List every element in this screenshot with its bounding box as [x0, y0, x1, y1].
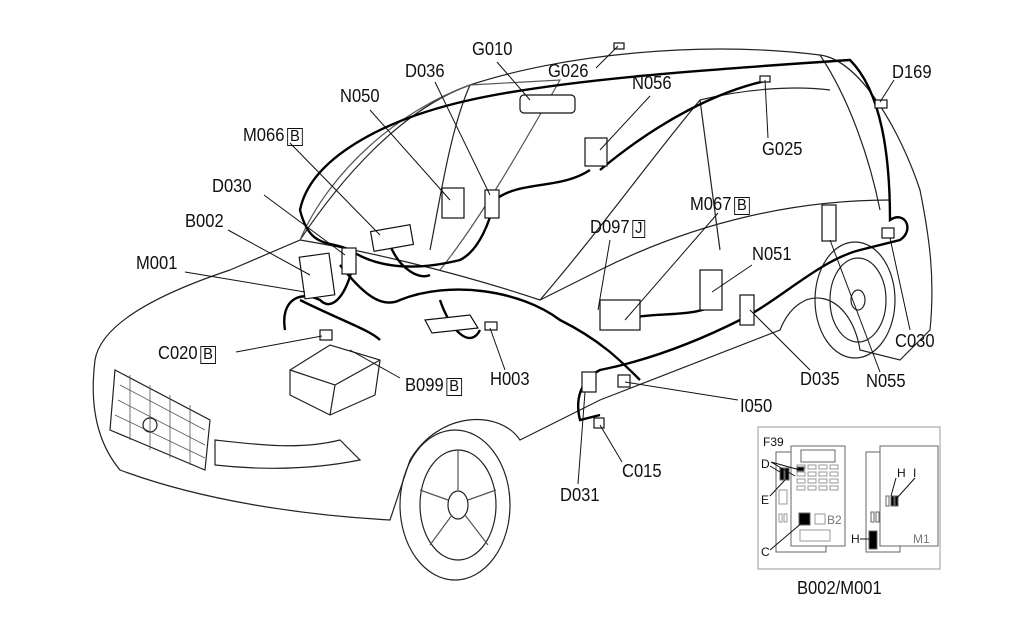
- label-code: H003: [490, 369, 530, 389]
- label-m001: M001: [136, 254, 177, 272]
- inset-label-m1: M1: [913, 532, 930, 546]
- label-code: G026: [548, 61, 589, 81]
- inset-label-h-lower: H: [851, 532, 860, 546]
- label-box: J: [632, 220, 646, 238]
- label-code: B002: [185, 211, 224, 231]
- label-code: M067: [690, 194, 732, 214]
- label-code: M001: [136, 253, 178, 273]
- label-box: B: [734, 197, 750, 215]
- label-code: M066: [243, 125, 285, 145]
- label-code: N051: [752, 244, 792, 264]
- label-b002: B002: [185, 212, 224, 230]
- inset-label-d: D: [761, 457, 770, 471]
- label-code: D097: [590, 217, 630, 237]
- label-code: D035: [800, 369, 840, 389]
- label-d036: D036: [405, 62, 445, 80]
- inset-fuse-box: [757, 426, 941, 570]
- label-code: D030: [212, 176, 252, 196]
- label-box: B: [287, 128, 303, 146]
- label-n050: N050: [340, 87, 380, 105]
- label-g026: G026: [548, 62, 589, 80]
- label-code: N056: [632, 73, 672, 93]
- label-n055: N055: [866, 372, 906, 390]
- inset-label-e: E: [761, 493, 770, 507]
- label-code: I050: [740, 396, 773, 416]
- label-code: G010: [472, 39, 513, 59]
- label-code: C020: [158, 343, 198, 363]
- label-i050: I050: [740, 397, 772, 415]
- label-code: D031: [560, 485, 600, 505]
- label-n056: N056: [632, 74, 672, 92]
- inset-label-b2: B2: [827, 513, 842, 527]
- label-code: D169: [892, 62, 932, 82]
- inset-caption: B002/M001: [797, 578, 882, 598]
- label-d031: D031: [560, 486, 600, 504]
- inset-label-c: C: [761, 545, 770, 559]
- label-code: C030: [895, 331, 935, 351]
- label-code: N050: [340, 86, 380, 106]
- label-g010: G010: [472, 40, 513, 58]
- label-code: D036: [405, 61, 445, 81]
- label-box: B: [446, 378, 462, 396]
- label-code: N055: [866, 371, 906, 391]
- inset-label-h: H: [897, 466, 906, 480]
- inset-label-i: I: [913, 466, 917, 480]
- label-d030: D030: [212, 177, 252, 195]
- label-code: B099: [405, 375, 444, 395]
- label-g025: G025: [762, 140, 803, 158]
- label-c015: C015: [622, 462, 662, 480]
- label-h003: H003: [490, 370, 530, 388]
- label-code: G025: [762, 139, 803, 159]
- label-code: C015: [622, 461, 662, 481]
- label-n051: N051: [752, 245, 792, 263]
- label-d035: D035: [800, 370, 840, 388]
- label-c030: C030: [895, 332, 935, 350]
- label-box: B: [200, 346, 216, 364]
- inset-label-f39: F39: [763, 435, 784, 449]
- label-d169: D169: [892, 63, 932, 81]
